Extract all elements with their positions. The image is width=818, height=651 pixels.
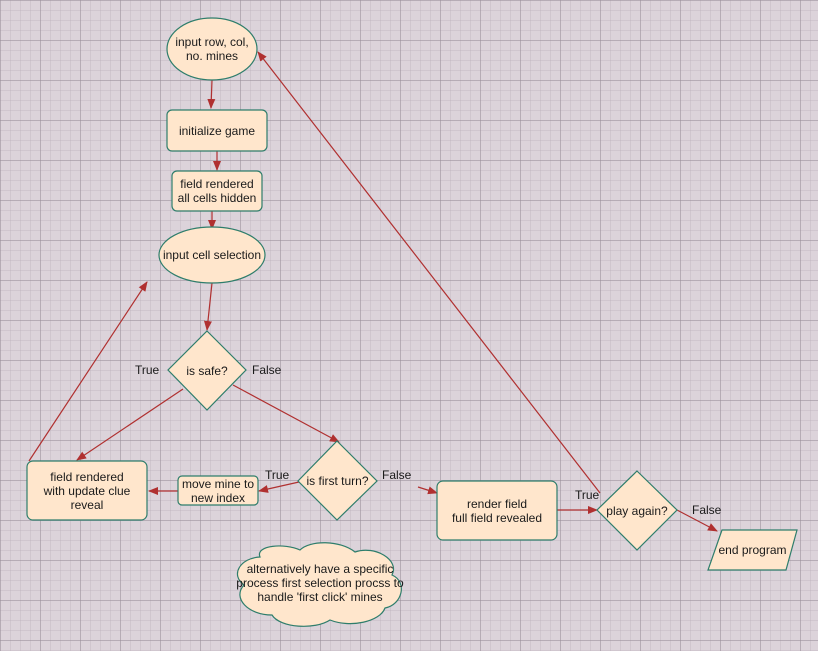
edge-first-turn-false-to-render: [417, 486, 438, 495]
node-play-again-shape: [596, 470, 678, 551]
edge-safe-true-to-clue: [76, 388, 184, 461]
node-end-program-shape: [707, 529, 798, 571]
edge-label-first-turn-true: True: [265, 468, 290, 482]
node-move-mine-shape: [177, 475, 259, 506]
edge-label-first-turn-false: False: [382, 468, 412, 482]
node-note-cloud-shape: [237, 542, 402, 627]
edge-first-turn-true-to-move: [258, 481, 300, 493]
node-field-hidden-shape: [171, 170, 263, 212]
node-input-cell-shape: [158, 226, 266, 284]
edge-input-cell-to-safe: [203, 282, 213, 331]
edge-input-to-initialize: [207, 79, 216, 109]
edge-play-again-false-to-end: [676, 509, 718, 532]
edge-label-safe-false: False: [252, 363, 282, 377]
node-field-clue-shape: [26, 460, 148, 521]
edge-label-safe-true: True: [135, 363, 160, 377]
node-input-row-col-shape: [166, 17, 258, 81]
edge-play-again-true-to-input: [257, 51, 601, 494]
node-is-safe-shape: [167, 330, 247, 411]
edge-clue-to-input-cell: [28, 281, 148, 462]
edge-label-play-again-false: False: [692, 503, 722, 517]
node-render-full-shape: [436, 480, 558, 541]
node-initialize-game-shape: [166, 109, 268, 152]
edge-safe-false-to-first-turn: [232, 384, 340, 443]
node-is-first-turn-shape: [297, 440, 378, 521]
edge-label-play-again-true: True: [575, 488, 600, 502]
